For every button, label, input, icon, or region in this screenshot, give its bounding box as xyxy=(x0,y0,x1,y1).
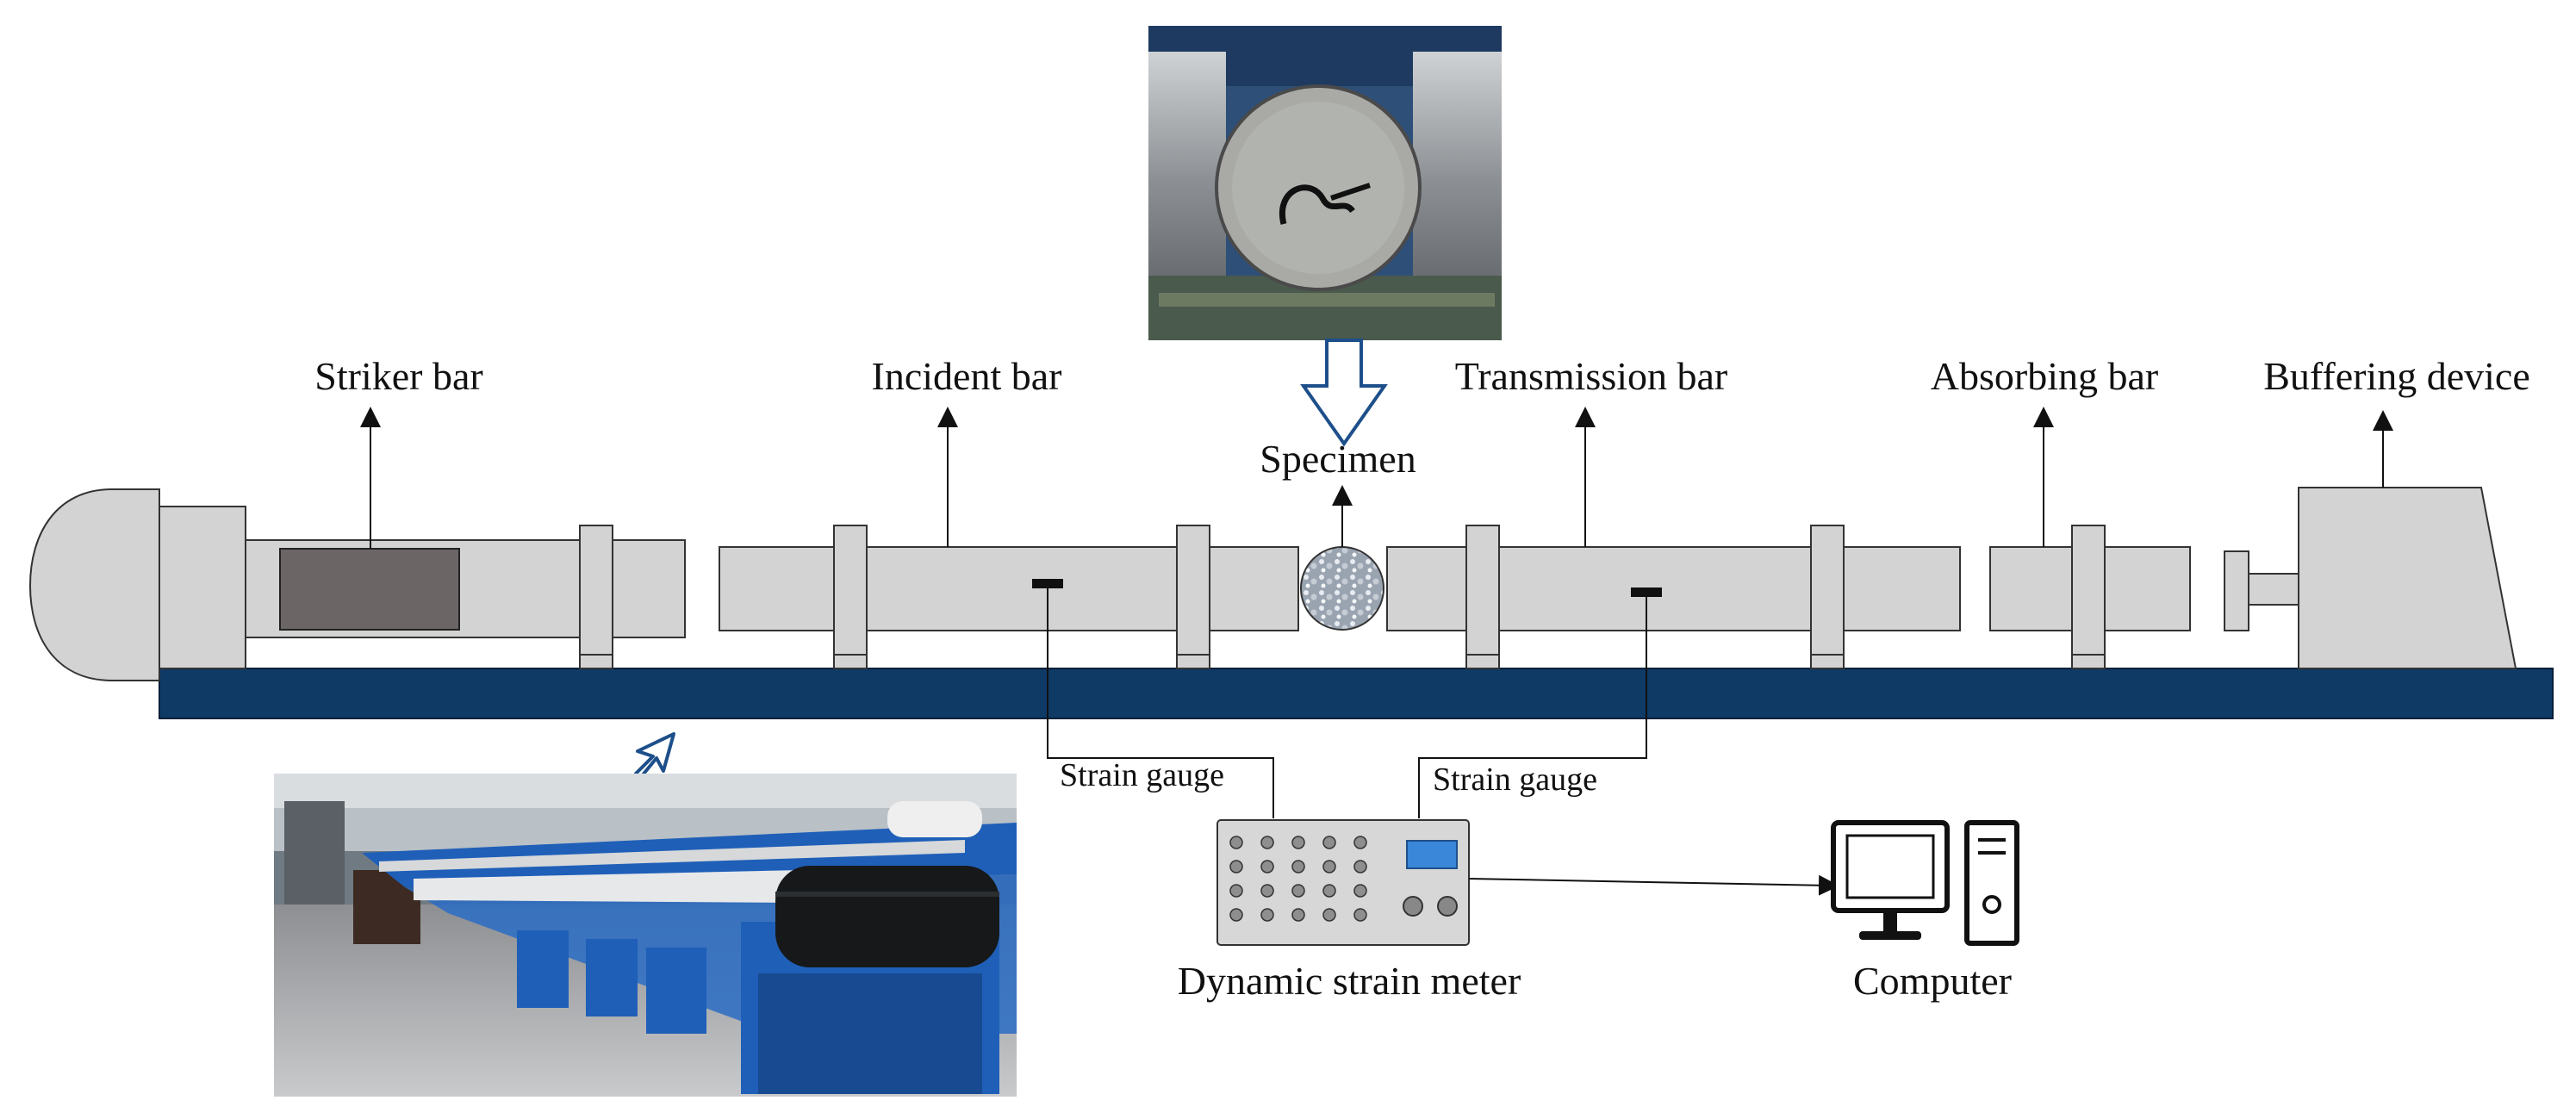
absorbing-bar-label: Absorbing bar xyxy=(1931,354,2158,398)
meter-knob xyxy=(1291,884,1305,898)
meter-knob xyxy=(1353,836,1367,849)
meter-knob xyxy=(1322,908,1336,922)
gas-gun xyxy=(28,488,686,681)
computer-icon xyxy=(1831,820,2019,946)
meter-knob xyxy=(1353,860,1367,873)
transmission-bar xyxy=(1386,525,1961,669)
meter-knob xyxy=(1260,836,1274,849)
buffering-device xyxy=(2224,487,2517,669)
meter-knob xyxy=(1322,884,1336,898)
meter-to-computer-arrow xyxy=(1468,874,1839,896)
meter-knob xyxy=(1291,860,1305,873)
absorbing-bar xyxy=(1989,525,2191,669)
specimen xyxy=(1300,546,1384,631)
transmission-bar-label: Transmission bar xyxy=(1455,354,1728,398)
meter-knob-grid xyxy=(1229,836,1367,922)
striker-bar xyxy=(279,548,460,631)
striker-bar-label: Striker bar xyxy=(314,354,482,398)
strain-gauge-right-label: Strain gauge xyxy=(1433,762,1597,798)
meter-knob xyxy=(1229,836,1243,849)
base-rail xyxy=(159,668,2554,719)
computer-label: Computer xyxy=(1853,959,2012,1003)
strain-gauge-right-marker xyxy=(1631,587,1662,597)
strain-gauge-left-wire xyxy=(1047,588,1274,818)
meter-screen xyxy=(1406,840,1458,869)
meter-knob xyxy=(1322,860,1336,873)
meter-knob xyxy=(1322,836,1336,849)
strain-gauge-right-wire xyxy=(1418,597,1647,818)
incident-bar-label: Incident bar xyxy=(872,354,1062,398)
specimen-label: Specimen xyxy=(1260,437,1416,481)
specimen-pointer-arrow xyxy=(1300,339,1388,447)
apparatus-pointer-arrow xyxy=(634,732,675,779)
apparatus-photo xyxy=(274,774,1017,1097)
meter-knob xyxy=(1260,884,1274,898)
meter-knob xyxy=(1291,908,1305,922)
meter-knob xyxy=(1260,908,1274,922)
meter-knob xyxy=(1353,884,1367,898)
meter-knob xyxy=(1229,860,1243,873)
meter-knob xyxy=(1353,908,1367,922)
strain-gauge-left-marker xyxy=(1032,579,1063,588)
specimen-photo xyxy=(1148,26,1502,340)
dynamic-strain-meter-label: Dynamic strain meter xyxy=(1178,959,1521,1003)
incident-bar xyxy=(719,525,1299,669)
meter-knob xyxy=(1229,908,1243,922)
buffering-device-label: Buffering device xyxy=(2263,354,2530,398)
meter-knob xyxy=(1291,836,1305,849)
meter-knob xyxy=(1229,884,1243,898)
strain-gauge-left-label: Strain gauge xyxy=(1060,757,1224,793)
meter-knob xyxy=(1260,860,1274,873)
dynamic-strain-meter xyxy=(1216,819,1470,946)
